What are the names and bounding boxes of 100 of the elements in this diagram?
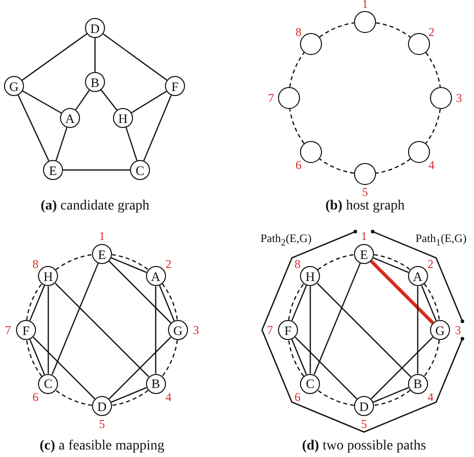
graph-node: D <box>92 396 112 416</box>
graph-node: C <box>130 160 150 180</box>
graph-node: G <box>4 76 24 96</box>
position-number: 7 <box>5 324 11 336</box>
dashed-edge-line <box>288 340 304 377</box>
edge-line <box>29 285 45 322</box>
vertex-circle <box>354 11 376 33</box>
dashed-edge-line <box>319 22 354 38</box>
position-number: 8 <box>32 258 38 270</box>
graph-node: G <box>430 320 450 340</box>
dashed-edge-line <box>317 254 354 270</box>
dashed-edge-line <box>289 52 305 88</box>
vertex-circle <box>408 33 430 56</box>
position-number: 6 <box>294 390 300 402</box>
position-number: 3 <box>456 92 462 104</box>
edge-line <box>131 90 167 114</box>
edge-line <box>29 338 45 375</box>
graph-node: F <box>16 320 36 340</box>
path-label: Path$_{2}$(E,G) <box>260 233 312 249</box>
position-number: 2 <box>166 258 172 270</box>
graph-node: B <box>85 72 105 92</box>
graph-node: F <box>165 76 185 96</box>
graph-node: D <box>85 18 105 38</box>
graph-node: A <box>146 266 166 286</box>
dashed-edge-line <box>289 108 305 144</box>
position-number: 6 <box>32 390 38 402</box>
edge-line <box>56 127 68 161</box>
dashed-edge-line <box>26 340 42 377</box>
graph-node: B <box>146 374 166 394</box>
panel-caption: (a) candidate graph <box>40 198 150 214</box>
edge-line <box>316 282 412 378</box>
dashed-edge-line <box>288 283 304 320</box>
graph-node: E <box>354 244 374 264</box>
edge-line <box>22 33 88 81</box>
graph-node: D <box>354 396 374 416</box>
graph-node: A <box>60 108 80 128</box>
position-number: 1 <box>362 0 368 10</box>
vertex-circle <box>300 33 322 56</box>
dashed-edge-line <box>26 283 42 320</box>
vertex-circle <box>300 140 322 163</box>
dashed-edge-line <box>162 340 178 377</box>
position-number: 1 <box>99 230 105 242</box>
graph-node: H <box>38 266 58 286</box>
dashed-edge-line <box>425 52 441 88</box>
position-number: 5 <box>361 418 367 430</box>
graph-node: C <box>38 374 58 394</box>
edge-line <box>159 285 175 322</box>
dashed-edge-line <box>55 254 92 270</box>
dashed-edge-line <box>112 390 149 406</box>
edge-line <box>110 387 147 403</box>
dashed-edge-line <box>162 283 178 320</box>
edge-line <box>314 262 361 375</box>
position-number: 6 <box>296 158 302 170</box>
edge-line <box>291 338 307 375</box>
graph-node: H <box>300 266 320 286</box>
edge-line <box>75 90 90 110</box>
edge-line <box>294 336 358 400</box>
edge-line <box>108 260 172 324</box>
dashed-edge-line <box>374 390 411 406</box>
edge-line <box>372 257 409 273</box>
position-number: 3 <box>455 324 461 336</box>
edge-line <box>22 90 62 114</box>
position-number: 2 <box>428 258 434 270</box>
position-number: 8 <box>296 26 302 38</box>
edge-line <box>310 286 311 374</box>
position-number: 5 <box>362 186 368 198</box>
graph-node: B <box>408 374 428 394</box>
edge-line <box>108 336 172 400</box>
position-number: 5 <box>99 418 105 430</box>
graph-node: E <box>92 244 112 264</box>
edge-line <box>126 127 138 161</box>
vertex-circle <box>278 87 300 109</box>
dashed-edge-line <box>425 108 441 144</box>
panel-caption: (d) two possible paths <box>302 438 426 454</box>
panel-caption: (c) a feasible mapping <box>40 438 164 454</box>
position-number: 3 <box>193 324 199 336</box>
edge-line <box>63 169 130 171</box>
dashed-edge-line <box>374 254 411 270</box>
edge-line <box>370 336 434 400</box>
position-number: 8 <box>294 258 300 270</box>
graph-node: F <box>278 320 298 340</box>
dashed-edge-line <box>55 390 92 406</box>
edge-line <box>54 282 150 378</box>
edge-line <box>155 286 156 374</box>
vertex-circle <box>408 140 430 163</box>
edge-line <box>18 94 50 162</box>
edge-line <box>32 336 96 400</box>
edge-line <box>417 286 418 374</box>
position-number: 4 <box>428 158 434 170</box>
dashed-edge-line <box>424 283 440 320</box>
edge-line <box>102 33 168 81</box>
path-label: Path$_{1}$(E,G) <box>415 233 467 249</box>
vertex-circle <box>430 87 452 109</box>
dashed-edge-line <box>424 340 440 377</box>
position-number: 4 <box>166 390 172 402</box>
edge-line <box>110 257 147 273</box>
panel-caption: (b) host graph <box>325 198 405 214</box>
edge-line <box>52 262 99 375</box>
position-number: 1 <box>361 230 367 242</box>
position-number: 7 <box>268 92 274 104</box>
